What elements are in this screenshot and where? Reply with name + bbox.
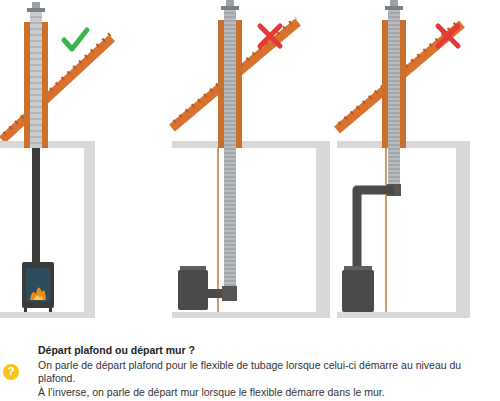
- stove: [178, 270, 208, 310]
- wall-conduit: [217, 148, 219, 312]
- cross-mark: [260, 26, 280, 46]
- chimney-cap: [385, 6, 403, 10]
- stove: [342, 270, 374, 312]
- wall-conduit: [385, 148, 387, 312]
- cross-mark: [438, 26, 458, 46]
- elbow: [222, 286, 237, 301]
- fire: [30, 287, 46, 300]
- double-wall-flue: [30, 12, 42, 148]
- panel-wall-start-wrong: [172, 0, 330, 318]
- stove-leg: [24, 308, 27, 312]
- note-text: On parle de départ plafond pour le flexi…: [38, 359, 493, 385]
- fire: [34, 295, 43, 300]
- ceiling: [172, 141, 330, 148]
- wall: [456, 141, 470, 318]
- wall: [316, 141, 330, 318]
- panel-ceiling-wrong: [337, 0, 470, 318]
- stovepipe: [357, 190, 394, 270]
- stove-top: [344, 266, 372, 270]
- chimney-cap-top: [390, 0, 398, 6]
- note-heading: Départ plafond ou départ mur ?: [38, 344, 493, 357]
- floor: [172, 312, 330, 318]
- info-icon: [3, 364, 19, 380]
- info-icon-mark: ?: [3, 365, 19, 378]
- stove-glass: [26, 268, 50, 302]
- stovepipe: [32, 148, 40, 262]
- chimney-cap: [221, 6, 239, 10]
- stove-top: [180, 266, 206, 270]
- chimney-cap-top: [226, 0, 234, 6]
- floor: [0, 312, 95, 318]
- chimney-cap-top: [32, 2, 40, 8]
- flexible-liner: [388, 10, 400, 186]
- roof: [2, 38, 112, 140]
- floor: [337, 312, 470, 318]
- wall: [84, 141, 95, 318]
- panel-ceiling-start: [0, 2, 112, 318]
- chimney-cap: [27, 8, 45, 12]
- roof-tiles: [4, 34, 110, 134]
- check-mark: [64, 30, 87, 49]
- stove-leg: [49, 308, 52, 312]
- flexible-liner: [224, 10, 236, 300]
- stove: [22, 262, 54, 308]
- note-text: À l’inverse, on parle de départ mur lors…: [38, 386, 493, 399]
